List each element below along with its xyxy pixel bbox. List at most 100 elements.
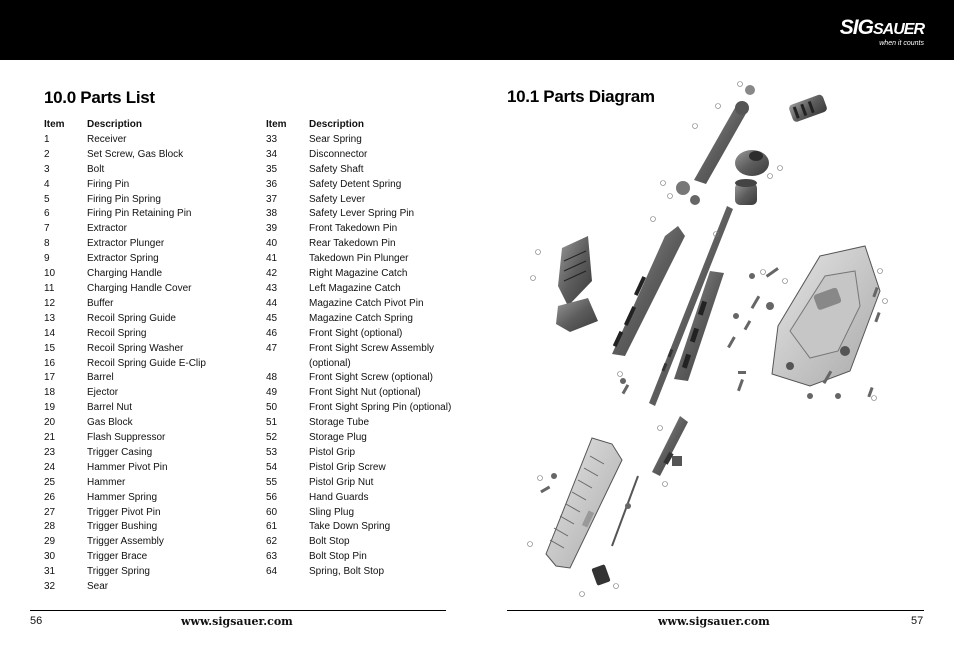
logo-sub-text: SAUER xyxy=(872,21,925,38)
bolt-assembly xyxy=(591,416,688,586)
part-number: 15 xyxy=(44,342,56,354)
part-number: 32 xyxy=(44,581,56,593)
part-number: 19 xyxy=(44,402,56,414)
part-description: Storage Tube xyxy=(309,417,370,429)
part-description: Hammer Spring xyxy=(87,491,158,503)
part-description: Recoil Spring Guide E-Clip xyxy=(87,357,206,369)
part-description: Extractor xyxy=(87,223,128,235)
part-description: Pistol Grip xyxy=(309,446,356,458)
part-number: 37 xyxy=(266,193,278,205)
part-description: Magazine Catch Spring xyxy=(309,312,413,324)
part-number: 63 xyxy=(266,551,278,563)
part-description: Pistol Grip Nut xyxy=(309,476,374,488)
part-description: Receiver xyxy=(87,133,127,145)
part-number: 49 xyxy=(266,387,278,399)
part-description: Sear xyxy=(87,581,109,593)
part-number: 21 xyxy=(44,432,56,444)
parts-list-row: 49 Front Sight Nut (optional) xyxy=(266,386,456,401)
part-description: Sear Spring xyxy=(309,133,362,145)
part-description: Front Sight Nut (optional) xyxy=(309,387,421,399)
part-description: Buffer xyxy=(87,297,114,309)
part-description: Hammer xyxy=(87,476,126,488)
part-number: 13 xyxy=(44,312,56,324)
part-description: Trigger Assembly xyxy=(87,536,164,548)
part-description: Trigger Spring xyxy=(87,566,150,578)
part-description: Bolt Stop xyxy=(309,536,350,548)
part-number: 7 xyxy=(44,223,50,235)
gas-block xyxy=(735,150,769,205)
part-number: 44 xyxy=(266,297,278,309)
callout-markers xyxy=(527,81,888,597)
part-number: 51 xyxy=(266,417,278,429)
part-number: 10 xyxy=(44,268,56,280)
part-number: 5 xyxy=(44,193,50,205)
part-number: 42 xyxy=(266,268,278,280)
part-number: 26 xyxy=(44,491,56,503)
part-description: Storage Plug xyxy=(309,432,367,444)
part-description: Charging Handle Cover xyxy=(87,282,192,294)
part-number: 33 xyxy=(266,133,278,145)
part-number: 60 xyxy=(266,506,278,518)
item-header: Item xyxy=(44,119,65,130)
part-description: Set Screw, Gas Block xyxy=(87,148,184,160)
part-description: Hand Guards xyxy=(309,491,369,503)
part-description: Magazine Catch Pivot Pin xyxy=(309,297,424,309)
header-bar: SIGSAUER when it counts xyxy=(0,0,954,60)
parts-list-row: 29 Trigger Assembly xyxy=(44,535,254,550)
parts-list-row: 56 Hand Guards xyxy=(266,491,456,506)
parts-list-row: 51 Storage Tube xyxy=(266,416,456,431)
part-number: 29 xyxy=(44,536,56,548)
website-url-left[interactable]: www.sigsauer.com xyxy=(181,615,293,628)
part xyxy=(551,473,557,479)
part-number: 9 xyxy=(44,253,50,265)
part-description: Front Sight Screw Assembly xyxy=(309,342,435,354)
part xyxy=(676,181,690,195)
part-description: Safety Detent Spring xyxy=(309,178,402,190)
part-description: Disconnector xyxy=(309,148,368,160)
part-number: 17 xyxy=(44,372,56,384)
part-description: Recoil Spring Washer xyxy=(87,342,184,354)
part-number: 40 xyxy=(266,238,278,250)
part-description: Charging Handle xyxy=(87,268,163,280)
part-number: 52 xyxy=(266,432,278,444)
part-description: Bolt xyxy=(87,163,105,175)
parts-diagram-title: 10.1 Parts Diagram xyxy=(507,87,655,106)
part-number: 3 xyxy=(44,163,50,175)
trigger-casing xyxy=(556,298,598,332)
part-description: Take Down Spring xyxy=(309,521,391,533)
part-number: 56 xyxy=(266,491,278,503)
hand-guard-middle xyxy=(674,271,724,381)
parts-list-row: 1 Receiver xyxy=(44,133,254,148)
part-number: 46 xyxy=(266,327,278,339)
website-url-right[interactable]: www.sigsauer.com xyxy=(658,615,770,628)
part-number: 1 xyxy=(44,133,50,145)
upper-receiver xyxy=(545,437,623,569)
part-description: Front Takedown Pin xyxy=(309,223,398,235)
part-description: Recoil Spring xyxy=(87,327,147,339)
part-description: Barrel xyxy=(87,372,114,384)
part xyxy=(745,85,755,95)
part-description: Trigger Brace xyxy=(87,551,148,563)
